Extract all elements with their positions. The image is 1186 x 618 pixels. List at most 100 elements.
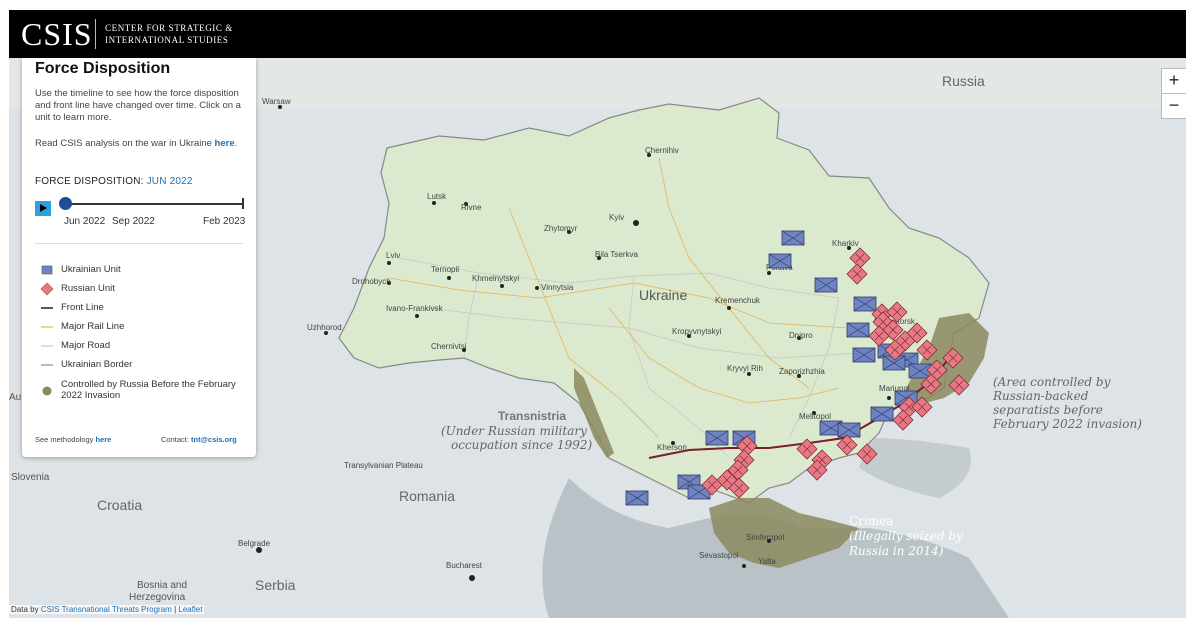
ukrainian-unit-marker[interactable] xyxy=(882,355,906,371)
zoom-out-button[interactable]: − xyxy=(1161,93,1186,119)
ukrainian-unit-marker[interactable] xyxy=(768,253,792,269)
timeline-handle[interactable] xyxy=(59,197,72,210)
russian-unit-marker[interactable] xyxy=(948,374,970,396)
legend-label: Ukrainian Unit xyxy=(61,264,121,275)
donbas-note-2: Russian-backed xyxy=(992,389,1089,403)
front-line-icon xyxy=(41,307,53,309)
city-label: Transylvanian Plateau xyxy=(344,461,423,470)
city-label: Kryvyi Rih xyxy=(727,364,763,373)
ukrainian-unit-marker[interactable] xyxy=(853,296,877,312)
map-canvas[interactable]: Russia Ukraine Romania Croatia Serbia Sl… xyxy=(9,58,1186,618)
russian-unit-marker[interactable] xyxy=(892,409,914,431)
label-austria-partial: Au xyxy=(9,392,21,403)
force-value: JUN 2022 xyxy=(146,176,193,187)
russian-unit-marker[interactable] xyxy=(916,339,938,361)
russian-unit-marker[interactable] xyxy=(846,263,868,285)
city-label: Kherson xyxy=(657,443,687,452)
donbas-note-4: February 2022 invasion) xyxy=(992,417,1142,431)
city-label: Ivano-Frankivsk xyxy=(386,304,443,313)
read-prefix: Read CSIS analysis on the war in Ukraine xyxy=(35,138,212,149)
label-romania: Romania xyxy=(399,488,455,504)
legend-label: Russian Unit xyxy=(61,283,115,294)
ukrainian-unit-marker[interactable] xyxy=(814,277,838,293)
city-label: Sevastopol xyxy=(699,551,739,560)
crimea-note-1: (Illegally seized by xyxy=(849,529,963,543)
russian-unit-marker[interactable] xyxy=(886,301,908,323)
timeline-tick-mid: Sep 2022 xyxy=(112,216,155,227)
donbas-note-1: (Area controlled by xyxy=(993,375,1111,389)
city-label-group: Warsaw Chernihiv Kyiv Lutsk Rivne Zhytom… xyxy=(238,97,916,570)
city-label: Belgrade xyxy=(238,539,271,548)
russian-unit-marker[interactable] xyxy=(920,373,942,395)
russian-unit-marker[interactable] xyxy=(884,339,906,361)
panel-description: Use the timeline to see how the force di… xyxy=(35,88,241,123)
transnistria-area xyxy=(574,368,614,458)
city-label: Kharkiv xyxy=(832,239,859,248)
city-label: Mariupol xyxy=(879,384,910,393)
label-croatia: Croatia xyxy=(97,497,142,513)
city-label: Zaporizhzhia xyxy=(779,367,825,376)
ukrainian-unit-marker[interactable] xyxy=(819,420,843,436)
ukrainian-unit-marker[interactable] xyxy=(625,490,649,506)
russian-unit-marker[interactable] xyxy=(911,396,933,418)
city-label: Uzhhorod xyxy=(307,323,342,332)
methodology-link[interactable]: here xyxy=(95,435,112,444)
legend-label: Front Line xyxy=(61,302,104,313)
legend-label: Major Road xyxy=(61,340,111,351)
city-label: Simferopol xyxy=(746,533,784,542)
russian-unit-marker[interactable] xyxy=(836,434,858,456)
ukrainian-unit-marker[interactable] xyxy=(781,230,805,246)
label-slovenia: Slovenia xyxy=(11,472,50,483)
force-label: FORCE DISPOSITION: xyxy=(35,176,144,187)
contact-email-link[interactable]: tnt@csis.org xyxy=(191,435,237,444)
logo-wordmark[interactable]: CENTER FOR STRATEGIC & INTERNATIONAL STU… xyxy=(105,22,245,46)
russian-unit-marker[interactable] xyxy=(701,474,723,496)
map-attribution: Data by CSIS Transnational Threats Progr… xyxy=(9,605,205,614)
russian-unit-marker[interactable] xyxy=(942,347,964,369)
city-label: Vinnytsia xyxy=(541,283,574,292)
ukrainian-unit-marker[interactable] xyxy=(705,430,729,446)
ukrainian-unit-marker[interactable] xyxy=(870,406,894,422)
city-label: Rivne xyxy=(461,203,482,212)
control-panel: Force Disposition Use the timeline to se… xyxy=(22,58,256,457)
crimea-note-2: Russia in 2014) xyxy=(848,544,944,558)
attribution-source-link[interactable]: CSIS Transnational Threats Program xyxy=(40,605,172,614)
sea-of-azov xyxy=(859,438,971,498)
csis-logo[interactable]: CSIS xyxy=(21,16,93,52)
border-icon xyxy=(41,364,53,366)
city-label: Chernihiv xyxy=(645,146,679,155)
panel-title: Force Disposition xyxy=(35,60,171,77)
site-header: CSIS CENTER FOR STRATEGIC & INTERNATIONA… xyxy=(9,10,1186,58)
russian-unit-marker[interactable] xyxy=(796,438,818,460)
donbas-note-3: separatists before xyxy=(993,403,1103,417)
logo-line-2: INTERNATIONAL STUDIES xyxy=(105,35,229,45)
contact-note: Contact: tnt@csis.org xyxy=(161,435,237,444)
attribution-leaflet-link[interactable]: Leaflet xyxy=(178,605,203,614)
russian-unit-marker[interactable] xyxy=(868,325,890,347)
force-disposition-label: FORCE DISPOSITION: JUN 2022 xyxy=(35,176,193,187)
major-rail-lines xyxy=(388,157,910,439)
russian-unit-marker[interactable] xyxy=(806,459,828,481)
methodology-note: See methodology here xyxy=(35,435,111,444)
label-ukraine: Ukraine xyxy=(639,287,687,303)
zoom-in-button[interactable]: + xyxy=(1161,68,1186,94)
city-label: Chernivtsi xyxy=(431,342,467,351)
ukrainian-unit-marker[interactable] xyxy=(846,322,870,338)
road-icon xyxy=(41,345,53,347)
panel-read-analysis: Read CSIS analysis on the war in Ukraine… xyxy=(35,138,238,149)
city-label: Kyiv xyxy=(609,213,624,222)
ukrainian-unit-marker[interactable] xyxy=(908,363,932,379)
timeline-tick-start: Jun 2022 xyxy=(64,216,106,227)
ukrainian-unit-marker[interactable] xyxy=(837,422,861,438)
city-label: Melitopol xyxy=(799,412,831,421)
label-bosnia-1: Bosnia and xyxy=(137,580,187,591)
logo-divider xyxy=(95,19,96,49)
russian-unit-marker[interactable] xyxy=(728,477,750,499)
ukrainian-unit-marker[interactable] xyxy=(852,347,876,363)
russian-unit-marker[interactable] xyxy=(856,443,878,465)
city-markers xyxy=(256,105,891,581)
read-analysis-link[interactable]: here xyxy=(214,138,235,149)
city-label: Bila Tserkva xyxy=(595,250,639,259)
timeline-track[interactable] xyxy=(64,203,243,205)
play-button[interactable] xyxy=(35,201,51,216)
